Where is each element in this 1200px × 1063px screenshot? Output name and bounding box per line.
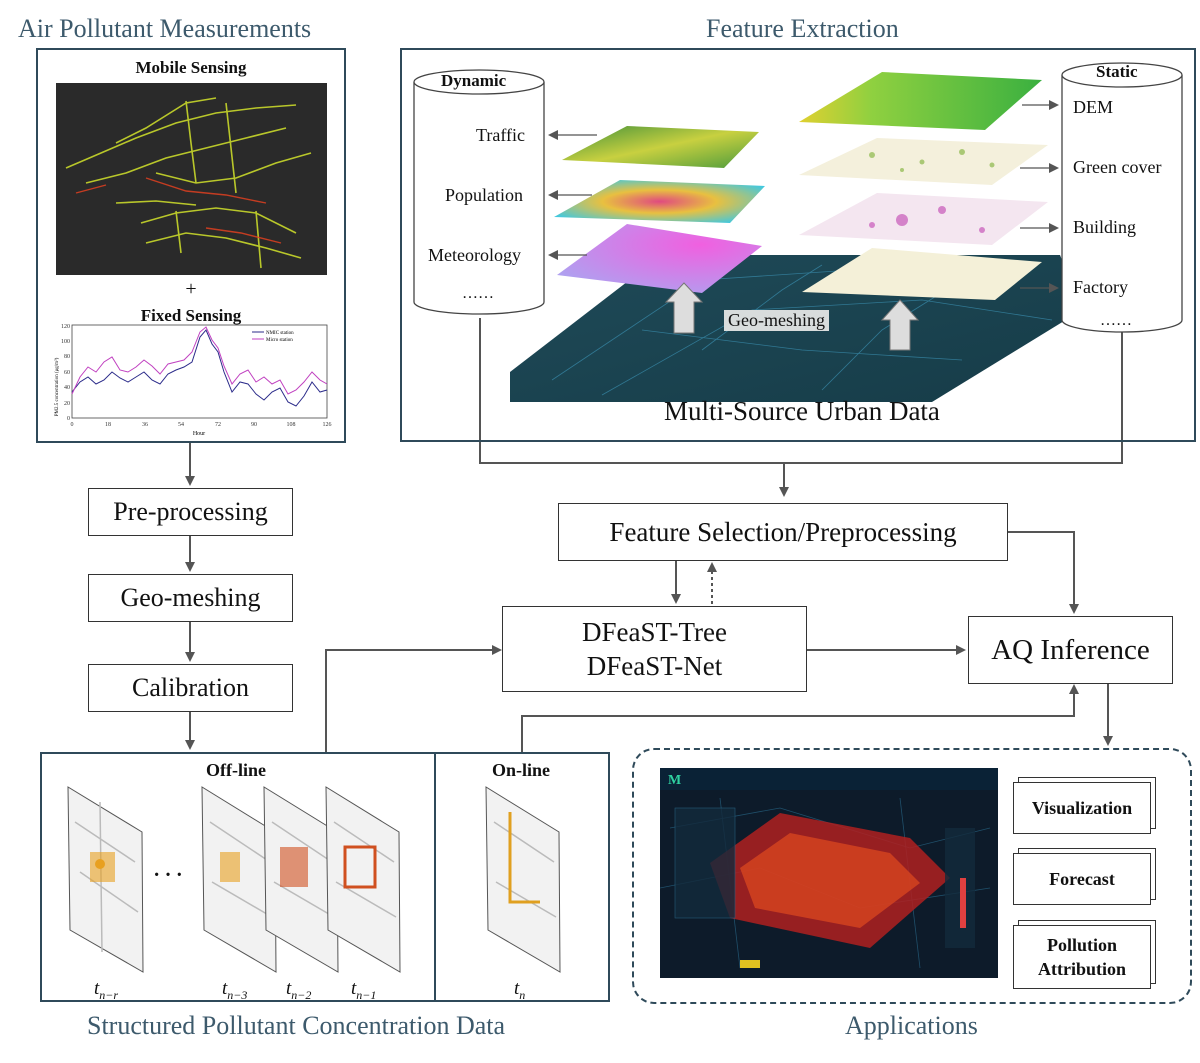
svg-text:18: 18: [105, 422, 111, 428]
dynamic-item-meteorology: Meteorology: [428, 245, 521, 265]
time-label-tn-2: tn−2: [286, 978, 312, 1002]
section-title-feature-extraction: Feature Extraction: [706, 14, 899, 43]
svg-text:36: 36: [142, 422, 148, 428]
dashboard-logo: M: [668, 773, 681, 788]
grid-map-tn-1: [325, 786, 401, 973]
svg-text:0: 0: [71, 422, 74, 428]
feature-selection-box: Feature Selection/Preprocessing: [558, 503, 1008, 561]
grid-map-tn-2: [263, 786, 339, 973]
svg-text:40: 40: [64, 385, 70, 391]
dynamic-item-traffic: Traffic: [476, 125, 525, 145]
svg-text:60: 60: [64, 370, 70, 376]
fixed-chart-legend: NMIC station Micro station: [252, 331, 294, 343]
mobile-sensing-3d-plot: [56, 83, 327, 275]
geomeshing-box: Geo-meshing: [88, 574, 293, 622]
fixed-chart-xlabel: Hour: [193, 431, 205, 437]
svg-text:Micro station: Micro station: [266, 338, 293, 343]
dynamic-title: Dynamic: [441, 71, 507, 90]
structured-data-panel: [40, 752, 610, 1002]
building-layer: [799, 193, 1048, 245]
static-item-factory: Factory: [1073, 277, 1128, 297]
dynamic-cylinder: [413, 69, 545, 315]
grid-map-tn-r: [67, 786, 144, 973]
feature-extraction-panel: [400, 48, 1196, 442]
fixed-chart-y-ticks: 0 20 40 60 80 100 120: [61, 324, 70, 422]
time-label-tn: tn: [514, 978, 526, 1002]
section-title-applications: Applications: [845, 1011, 978, 1040]
svg-text:108: 108: [287, 422, 296, 428]
static-item-ellipsis: ……: [1100, 312, 1132, 329]
offline-ellipsis: ···: [152, 860, 186, 891]
dem-layer: [799, 72, 1042, 130]
time-label-tn-1: tn−1: [351, 978, 377, 1002]
calibration-box: Calibration: [88, 664, 293, 712]
static-item-green-cover: Green cover: [1073, 157, 1162, 177]
svg-text:NMIC station: NMIC station: [266, 331, 294, 336]
svg-text:120: 120: [61, 324, 70, 330]
multi-source-caption: Multi-Source Urban Data: [664, 396, 940, 426]
forecast-box: Forecast: [1013, 853, 1151, 905]
fixed-chart-x-ticks: 0 18 36 54 72 90 108 126: [71, 422, 332, 428]
series-nmic-station: [71, 329, 328, 407]
time-label-tn-3: tn−3: [222, 978, 248, 1002]
model-tree-label: DFeaST-Tree: [581, 617, 727, 647]
svg-text:80: 80: [64, 354, 70, 360]
preprocessing-box: Pre-processing: [88, 488, 293, 536]
grid-map-tn-3: [201, 786, 277, 973]
plus-sign: +: [185, 278, 197, 300]
geomeshing-map-label: Geo-meshing: [724, 310, 829, 331]
geomesh-up-arrow-right: [880, 299, 920, 351]
population-layer: [554, 180, 765, 223]
section-title-air-pollutant: Air Pollutant Measurements: [18, 14, 312, 43]
mobile-sensing-title: Mobile Sensing: [135, 58, 247, 77]
pollution-attribution-box: Pollution Attribution: [1013, 925, 1151, 989]
svg-text:100: 100: [61, 339, 70, 345]
svg-text:126: 126: [323, 422, 332, 428]
offline-title: Off-line: [206, 760, 266, 780]
dynamic-item-ellipsis: ……: [462, 285, 494, 302]
aq-inference-box: AQ Inference: [968, 616, 1173, 684]
fixed-chart-ylabel: PM2.5 concentration (μg/m³): [54, 357, 60, 416]
static-cylinder: [1061, 62, 1183, 333]
svg-text:20: 20: [64, 401, 70, 407]
time-label-tn-r: tn−r: [94, 978, 119, 1002]
section-title-structured-data: Structured Pollutant Concentration Data: [87, 1011, 506, 1040]
dynamic-item-population: Population: [445, 185, 524, 205]
meteorology-layer: [557, 224, 762, 293]
svg-text:90: 90: [251, 422, 257, 428]
factory-layer: [802, 248, 1042, 300]
svg-text:72: 72: [215, 422, 221, 428]
geomesh-up-arrow-left: [664, 282, 704, 334]
model-box: DFeaST-Tree DFeaST-Net: [502, 606, 807, 692]
svg-text:54: 54: [178, 422, 184, 428]
static-item-dem: DEM: [1073, 97, 1113, 117]
grid-map-tn: [485, 786, 561, 973]
structured-maps: [67, 786, 561, 973]
static-title: Static: [1096, 62, 1138, 81]
applications-panel: [632, 748, 1192, 1004]
traffic-layer: [562, 126, 759, 168]
offline-online-divider: [434, 752, 436, 1002]
fixed-sensing-line-chart: PM2.5 concentration (μg/m³) 0 20 40 60 8…: [54, 324, 332, 437]
fixed-sensing-title: Fixed Sensing: [140, 306, 242, 325]
air-pollutant-panel: Mobile Sensing + Fixed Sensing PM2.5 con…: [36, 48, 346, 443]
visualization-box: Visualization: [1013, 782, 1151, 834]
model-net-label: DFeaST-Net: [586, 651, 723, 681]
svg-text:0: 0: [67, 416, 70, 422]
static-item-building: Building: [1073, 217, 1137, 237]
online-title: On-line: [492, 760, 551, 780]
dashboard-screenshot: M: [660, 768, 998, 978]
series-micro-station: [71, 326, 328, 395]
